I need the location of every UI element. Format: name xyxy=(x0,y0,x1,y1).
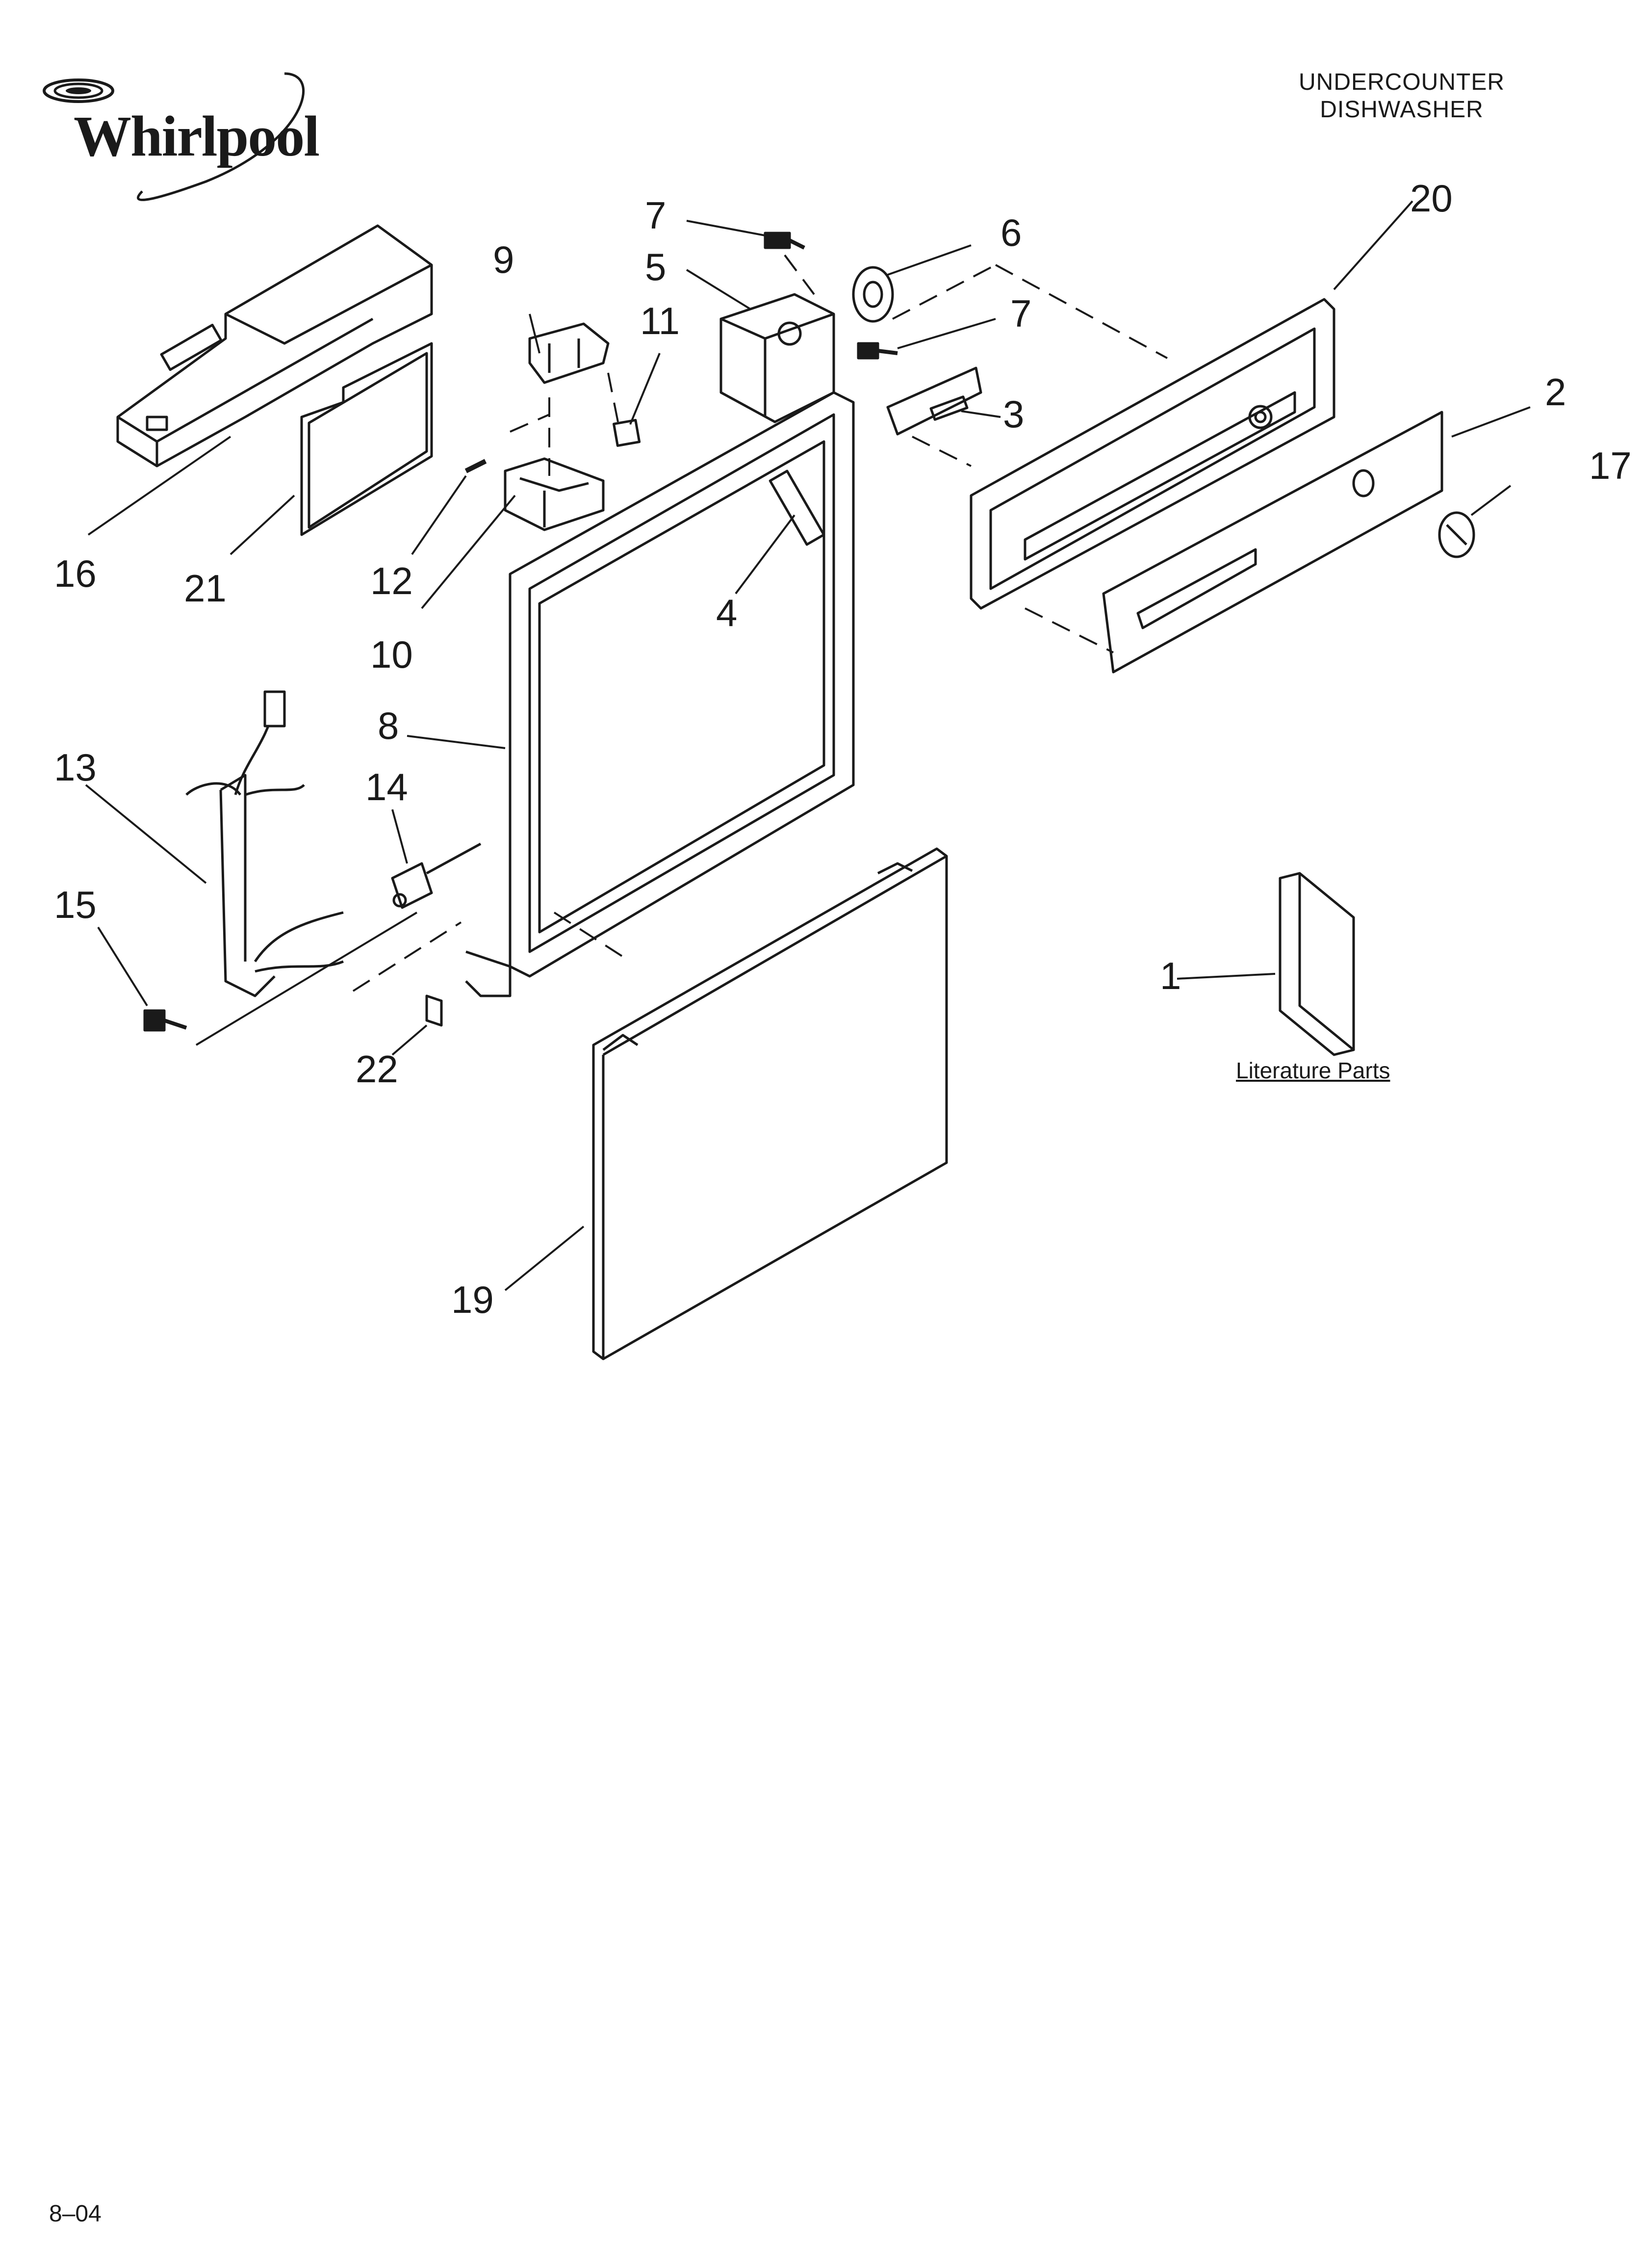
part-19-door-panel xyxy=(592,847,948,1360)
logo-swirl-icon xyxy=(43,72,305,201)
callout-3: 3 xyxy=(1003,392,1025,436)
part-7-screw-top xyxy=(764,232,805,250)
part-16-vent-housing xyxy=(116,224,433,468)
callout-20: 20 xyxy=(1410,177,1453,220)
callout-4: 4 xyxy=(716,591,738,634)
callout-13: 13 xyxy=(54,746,97,789)
brand-name: Whirlpool xyxy=(74,104,320,168)
callout-5: 5 xyxy=(645,245,667,288)
callout-16: 16 xyxy=(54,552,97,595)
part-8-door-frame xyxy=(465,391,855,997)
callout-15: 15 xyxy=(54,883,97,926)
callout-8: 8 xyxy=(378,704,399,747)
callout-1: 1 xyxy=(1160,954,1181,997)
title-line-1: UNDERCOUNTER xyxy=(1299,69,1505,95)
part-6-dial xyxy=(852,266,894,323)
part-14-sensor xyxy=(391,842,482,909)
part-10-latch-housing xyxy=(504,457,605,531)
callout-2: 2 xyxy=(1545,370,1566,414)
part-12-rod xyxy=(464,459,487,473)
part-13-wire-harness xyxy=(185,690,344,997)
part-17-knob xyxy=(1438,511,1475,558)
part-1-literature-booklet xyxy=(1279,872,1355,1056)
part-21-plate xyxy=(300,342,433,536)
callout-10: 10 xyxy=(370,633,413,676)
callout-12: 12 xyxy=(370,559,413,602)
callout-14: 14 xyxy=(365,765,408,808)
callout-6: 6 xyxy=(1001,211,1022,254)
part-9-latch xyxy=(528,322,610,384)
callout-22: 22 xyxy=(356,1047,398,1091)
callout-9: 9 xyxy=(493,238,514,281)
part-22-clip xyxy=(425,994,443,1027)
callout-7-mid: 7 xyxy=(1010,292,1032,335)
part-3-switch-bracket xyxy=(886,366,982,436)
part-20-control-panel xyxy=(970,298,1335,610)
literature-parts-label: Literature Parts xyxy=(1236,1058,1390,1083)
callout-11: 11 xyxy=(640,299,680,342)
callout-19: 19 xyxy=(451,1278,494,1321)
part-7-screw-mid xyxy=(857,342,898,360)
part-11-switch xyxy=(613,418,641,447)
part-2-overlay xyxy=(1102,411,1443,674)
page-title: UNDERCOUNTER DISHWASHER xyxy=(1230,69,1573,124)
part-15-screw xyxy=(143,1009,187,1032)
title-line-2: DISHWASHER xyxy=(1320,97,1484,123)
whirlpool-logo: Whirlpool xyxy=(29,54,334,216)
document-date-code: 8–04 xyxy=(49,2201,102,2227)
callout-7-top: 7 xyxy=(645,194,667,237)
callout-21: 21 xyxy=(184,567,227,610)
callout-17: 17 xyxy=(1589,444,1632,487)
